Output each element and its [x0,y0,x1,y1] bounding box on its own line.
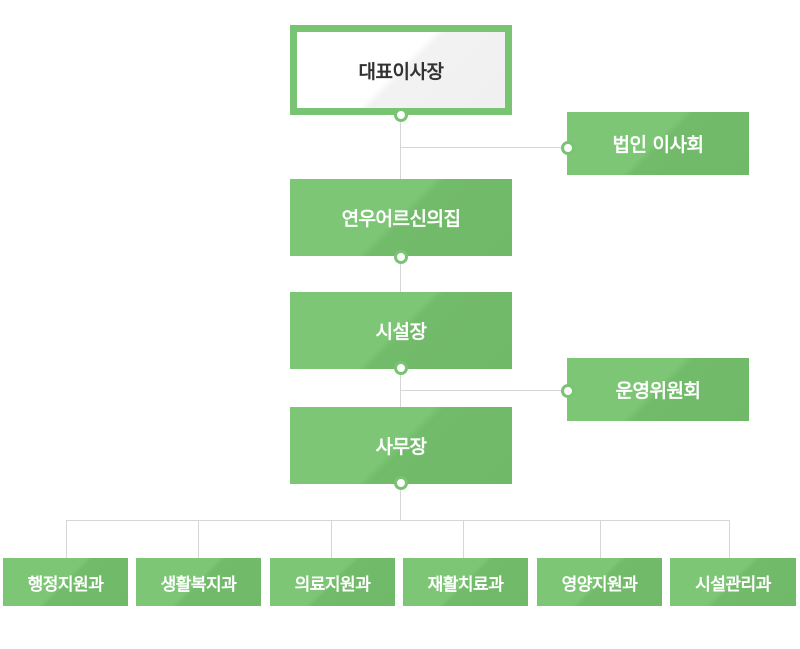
ceo-label: 대표이사장 [297,32,505,108]
connector-dot-director [394,361,408,375]
connector-dept-4 [463,520,464,558]
committee-box: 운영위원회 [567,358,749,421]
connector-council-director [400,256,401,292]
council-box: 연우어르신의집 [290,179,512,256]
board-box: 법인 이사회 [567,112,749,175]
connector-department-bar [66,520,730,521]
connector-dept-6 [729,520,730,558]
department-box-welfare: 생활복지과 [136,558,261,606]
department-box-facility: 시설관리과 [670,558,796,606]
department-box-admin: 행정지원과 [3,558,128,606]
connector-dept-3 [331,520,332,558]
connector-dot-board [561,141,575,155]
connector-dot-ceo [394,108,408,122]
connector-dot-committee [561,384,575,398]
connector-dept-5 [600,520,601,558]
connector-dept-1 [66,520,67,558]
connector-committee [400,390,568,391]
connector-board [400,147,568,148]
secretary-box: 사무장 [290,407,512,484]
connector-dept-2 [198,520,199,558]
ceo-box: 대표이사장 [290,25,512,115]
connector-dot-secretary [394,476,408,490]
connector-secretary-down [400,484,401,520]
department-box-nutrition: 영양지원과 [537,558,662,606]
connector-director-secretary [400,369,401,407]
department-box-rehab: 재활치료과 [403,558,528,606]
department-box-medical: 의료지원과 [270,558,395,606]
connector-dot-council [394,250,408,264]
director-box: 시설장 [290,292,512,369]
